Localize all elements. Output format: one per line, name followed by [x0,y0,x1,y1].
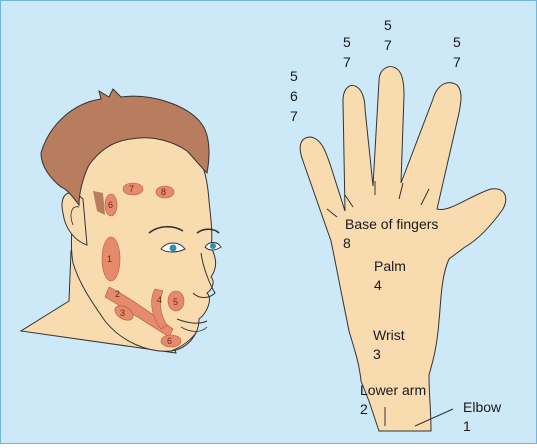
middle-label-1: 5 [384,17,392,33]
hand-outline [300,67,506,431]
wrist-label: Wrist [373,327,405,343]
middle-label-2: 7 [384,37,392,53]
iris-left [170,245,177,252]
zone-label-2: 2 [115,289,120,299]
lower-arm-label: Lower arm [360,382,426,398]
base-of-fingers-number: 8 [343,235,351,251]
ring-label-2: 7 [343,54,351,70]
index-label-1: 5 [453,34,461,50]
zone-label-4: 4 [157,295,162,305]
ring-label-1: 5 [343,34,351,50]
elbow-number: 1 [463,418,471,434]
ear [62,193,87,245]
zone-label-3: 3 [120,308,125,318]
hand-illustration [300,67,506,431]
iris-right [210,243,216,249]
lower-arm-number: 2 [360,401,368,417]
zone-label-5: 5 [173,297,178,307]
elbow-label: Elbow [463,399,502,415]
pinky-label-2: 6 [290,88,298,104]
zone-label-6-chin: 6 [167,336,172,346]
base-of-fingers-label: Base of fingers [345,216,438,232]
face-illustration: 1 2 3 4 5 6 6 7 8 [21,89,221,353]
pinky-label-3: 7 [290,108,298,124]
palm-number: 4 [374,277,382,293]
zone-label-7: 7 [129,184,134,194]
pinky-label-1: 5 [290,68,298,84]
palm-label: Palm [374,258,406,274]
zone-label-8: 8 [161,187,166,197]
zone-label-1: 1 [107,254,112,264]
wrist-number: 3 [373,346,381,362]
index-label-2: 7 [453,54,461,70]
zone-label-6-temple: 6 [108,200,113,210]
